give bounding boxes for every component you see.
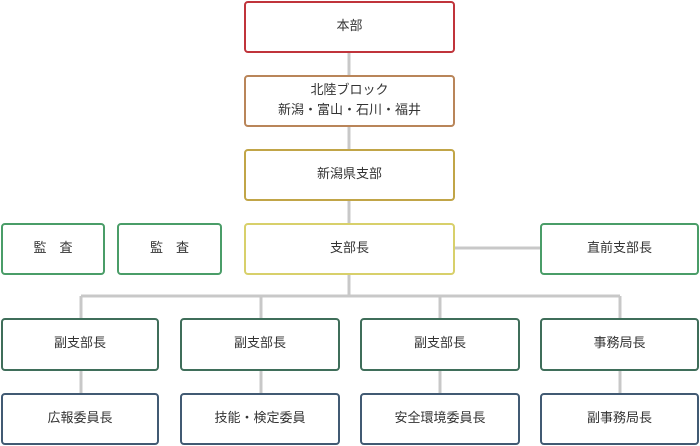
- node-kouhou-label: 広報委員長: [47, 410, 113, 426]
- node-hokuriku-line2: 新潟・富山・石川・福井: [277, 103, 421, 118]
- node-fuku-shibucho-2: 副支部長: [180, 318, 340, 371]
- node-shibucho: 支部長: [244, 223, 455, 275]
- node-fukujimu-label: 副事務局長: [586, 410, 652, 426]
- node-fuku-shibucho-1: 副支部長: [1, 318, 159, 371]
- node-fuku-3-label: 副支部長: [413, 336, 466, 352]
- node-jimukyokucho: 事務局長: [540, 318, 699, 371]
- node-fuku-shibucho-3: 副支部長: [360, 318, 520, 371]
- node-kansa-2-label: 監 査: [149, 240, 189, 256]
- node-jimukyokucho-label: 事務局長: [593, 336, 646, 352]
- node-shibucho-label: 支部長: [329, 240, 369, 256]
- node-ginou-kentei-iin: 技能・検定委員: [180, 393, 340, 445]
- node-kansa-2: 監 査: [117, 223, 222, 275]
- node-fuku-1-label: 副支部長: [53, 336, 106, 352]
- node-honbu-label: 本部: [336, 18, 363, 34]
- node-kansa-1: 監 査: [1, 223, 105, 275]
- node-chokuzen-shibucho: 直前支部長: [540, 223, 699, 275]
- node-honbu: 本部: [244, 1, 455, 53]
- node-hokuriku-line1: 北陸ブロック: [310, 82, 389, 98]
- node-chokuzen-label: 直前支部長: [586, 240, 652, 256]
- node-kansa-1-label: 監 査: [33, 240, 73, 256]
- node-ginou-label: 技能・検定委員: [214, 410, 306, 426]
- node-niigata-label: 新潟県支部: [316, 166, 382, 182]
- node-hokuriku-block: 北陸ブロック 新潟・富山・石川・福井: [244, 75, 455, 127]
- node-fuku-jimukyokucho: 副事務局長: [540, 393, 699, 445]
- node-fuku-2-label: 副支部長: [233, 336, 286, 352]
- node-niigata-shibu: 新潟県支部: [244, 149, 455, 201]
- node-kouhou-iincho: 広報委員長: [1, 393, 159, 445]
- node-anzen-label: 安全環境委員長: [394, 410, 486, 426]
- node-anzen-kankyo-iincho: 安全環境委員長: [360, 393, 520, 445]
